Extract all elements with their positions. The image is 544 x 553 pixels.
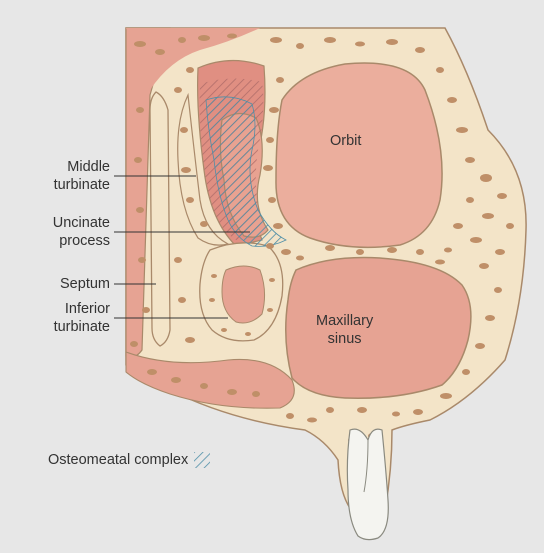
orbit-shape xyxy=(276,63,442,247)
label-middle-turbinate: Middle turbinate xyxy=(54,158,110,194)
legend: Osteomeatal complex xyxy=(48,452,210,468)
label-septum: Septum xyxy=(60,275,110,293)
label-maxillary-sinus: Maxillary sinus xyxy=(316,312,373,348)
legend-hatch-swatch xyxy=(194,452,210,468)
label-orbit: Orbit xyxy=(330,132,361,150)
inferior-turbinate-inner xyxy=(222,266,265,323)
maxillary-sinus-shape xyxy=(286,258,471,399)
septum-bone xyxy=(150,92,170,346)
label-inferior-turbinate: Inferior turbinate xyxy=(54,300,110,336)
label-uncinate-process: Uncinate process xyxy=(53,214,110,250)
legend-label: Osteomeatal complex xyxy=(48,452,188,468)
